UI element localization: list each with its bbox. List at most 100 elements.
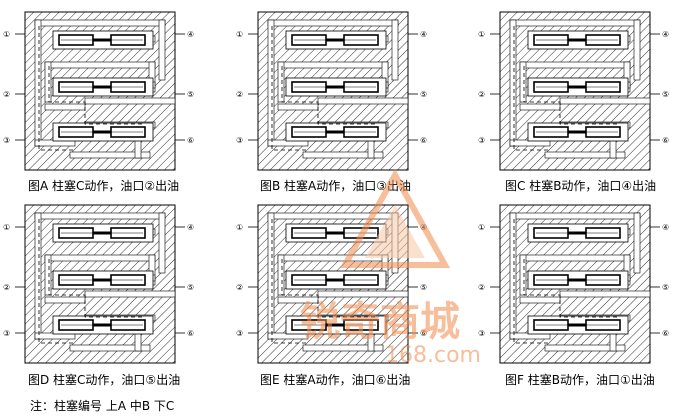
oil-channel xyxy=(44,254,52,296)
oil-channel xyxy=(69,151,151,159)
oil-channel xyxy=(69,344,151,352)
panel-caption: 图E 柱塞A动作，油口⑥出油 xyxy=(260,372,410,387)
port-label-left: ② xyxy=(478,283,485,292)
port-label-right: ④ xyxy=(420,30,427,39)
panel-caption: 图B 柱塞A动作，油口③出油 xyxy=(260,178,411,193)
oil-channel xyxy=(84,97,176,105)
port-label-left: ② xyxy=(236,283,243,292)
panel-caption: 图A 柱塞C动作，油口②出油 xyxy=(28,178,179,193)
port-label-left: ② xyxy=(3,283,10,292)
flow-path xyxy=(513,219,550,344)
port-label-left: ③ xyxy=(236,136,243,145)
port-label-right: ⑥ xyxy=(662,329,669,338)
flow-path xyxy=(523,259,620,318)
port-label-left: ① xyxy=(3,223,10,232)
oil-channel xyxy=(267,19,399,27)
oil-channel xyxy=(519,254,631,262)
oil-channel xyxy=(44,61,156,69)
oil-channel xyxy=(277,61,285,103)
oil-channel xyxy=(302,344,384,352)
flow-path xyxy=(38,26,75,151)
watermark-url: 168.com xyxy=(385,343,481,368)
oil-channel xyxy=(267,212,399,220)
flow-path xyxy=(513,26,550,151)
port-label-left: ② xyxy=(3,90,10,99)
oil-channel xyxy=(44,296,86,304)
oil-channel xyxy=(84,290,176,298)
port-label-left: ② xyxy=(478,90,485,99)
oil-channel xyxy=(267,212,275,340)
port-label-right: ⑥ xyxy=(420,329,427,338)
oil-channel xyxy=(317,97,409,105)
flow-path xyxy=(281,66,378,125)
oil-channel xyxy=(559,97,651,105)
oil-channel xyxy=(158,212,166,274)
flow-path xyxy=(48,66,145,125)
oil-channel xyxy=(509,212,641,220)
oil-channel xyxy=(34,212,42,340)
panel-caption: 图F 柱塞B动作，油口①出油 xyxy=(505,372,655,387)
oil-channel xyxy=(633,212,641,274)
plunger-note: 注：柱塞编号 上A 中B 下C xyxy=(30,398,174,413)
oil-channel xyxy=(509,212,517,340)
flow-path xyxy=(38,219,75,344)
oil-channel xyxy=(317,290,409,298)
port-label-right: ④ xyxy=(187,30,194,39)
oil-channel xyxy=(509,19,517,147)
oil-channel xyxy=(34,19,42,147)
oil-channel xyxy=(544,151,626,159)
port-label-right: ⑤ xyxy=(187,90,194,99)
watermark-logo-icon xyxy=(339,168,451,268)
oil-channel xyxy=(277,61,389,69)
oil-channel xyxy=(277,103,319,111)
oil-channel xyxy=(391,19,399,81)
flow-path xyxy=(48,259,145,318)
port-label-right: ④ xyxy=(662,30,669,39)
oil-channel xyxy=(267,19,275,147)
oil-channel xyxy=(277,254,285,296)
port-label-left: ③ xyxy=(3,136,10,145)
oil-channel xyxy=(44,254,156,262)
oil-channel xyxy=(44,61,52,103)
port-label-right: ⑥ xyxy=(420,136,427,145)
port-label-left: ③ xyxy=(3,329,10,338)
oil-channel xyxy=(544,344,626,352)
port-label-left: ② xyxy=(236,90,243,99)
port-label-left: ① xyxy=(478,223,485,232)
oil-channel xyxy=(302,151,384,159)
oil-channel xyxy=(519,61,631,69)
port-label-right: ⑤ xyxy=(420,90,427,99)
flow-path xyxy=(271,219,308,344)
port-label-right: ⑥ xyxy=(187,136,194,145)
port-label-left: ③ xyxy=(478,329,485,338)
port-label-left: ① xyxy=(236,223,243,232)
port-label-left: ③ xyxy=(236,329,243,338)
oil-channel xyxy=(519,103,561,111)
port-label-right: ⑥ xyxy=(187,329,194,338)
flow-path xyxy=(523,66,620,125)
flow-path xyxy=(271,26,308,151)
valve-panel-d: ① ④ ② ⑤ ③ ⑥ xyxy=(3,204,194,364)
port-label-left: ① xyxy=(3,30,10,39)
oil-channel xyxy=(519,254,527,296)
port-label-right: ⑤ xyxy=(420,283,427,292)
oil-channel xyxy=(633,19,641,81)
port-label-right: ⑥ xyxy=(662,136,669,145)
oil-channel xyxy=(519,61,527,103)
port-label-right: ④ xyxy=(187,223,194,232)
port-label-right: ⑤ xyxy=(187,283,194,292)
flow-path xyxy=(281,259,378,318)
oil-channel xyxy=(509,19,641,27)
port-label-left: ① xyxy=(236,30,243,39)
oil-channel xyxy=(158,19,166,81)
valve-panel-b: ① ④ ② ⑤ ③ ⑥ xyxy=(236,11,427,171)
oil-channel xyxy=(519,296,561,304)
watermark: 锐奇商城 168.com xyxy=(300,168,481,368)
port-label-left: ① xyxy=(478,30,485,39)
valve-panel-a: ① ④ ② ⑤ ③ ⑥ xyxy=(3,11,194,171)
oil-channel xyxy=(34,212,166,220)
